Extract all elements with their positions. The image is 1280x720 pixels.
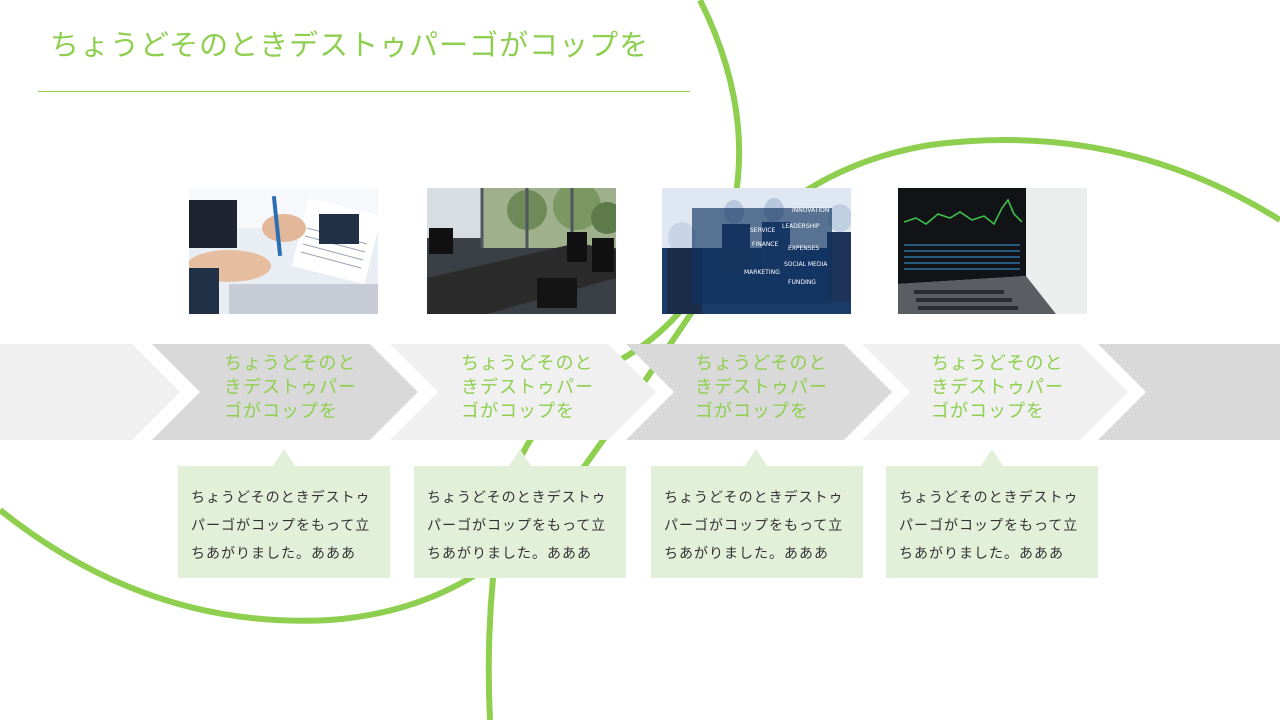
photo-business-documents xyxy=(189,188,378,314)
card-1-pointer xyxy=(273,449,295,466)
step-1-description: ちょうどそのときデストゥパーゴがコップをもって立ちあがりました。あああ xyxy=(191,490,371,562)
card-4-pointer xyxy=(981,449,1003,466)
page-title: ちょうどそのときデストゥパーゴがコップを xyxy=(50,28,650,62)
svg-text:SERVICE: SERVICE xyxy=(750,227,776,234)
chevron-step-3 xyxy=(626,344,892,440)
title-underline xyxy=(38,91,690,92)
svg-text:SOCIAL MEDIA: SOCIAL MEDIA xyxy=(784,261,828,268)
step-2-description: ちょうどそのときデストゥパーゴがコップをもって立ちあがりました。あああ xyxy=(427,490,607,562)
chevron-band xyxy=(0,344,1280,440)
step-4-label: ちょうどそのときデストゥパーゴがコップを xyxy=(931,353,1064,422)
step-3-label: ちょうどそのときデストゥパーゴがコップを xyxy=(695,353,828,422)
chevron-step-1 xyxy=(152,344,418,440)
step-4-description: ちょうどそのときデストゥパーゴがコップをもって立ちあがりました。あああ xyxy=(899,490,1079,562)
chevron-start xyxy=(0,344,180,440)
step-4-card: ちょうどそのときデストゥパーゴがコップをもって立ちあがりました。あああ xyxy=(886,466,1098,578)
step-3-description: ちょうどそのときデストゥパーゴがコップをもって立ちあがりました。あああ xyxy=(664,490,844,562)
svg-text:FINANCE: FINANCE xyxy=(752,241,778,248)
photo-team-meeting: INNOVATION LEADERSHIP SERVICE FINANCE EX… xyxy=(662,188,851,314)
step-1-card: ちょうどそのときデストゥパーゴがコップをもって立ちあがりました。あああ xyxy=(178,466,390,578)
svg-text:EXPENSES: EXPENSES xyxy=(788,245,819,252)
svg-text:INNOVATION: INNOVATION xyxy=(792,207,829,214)
photo-laptop-stock-chart xyxy=(898,188,1087,314)
svg-text:MARKETING: MARKETING xyxy=(744,269,780,276)
photo-conference-room xyxy=(427,188,616,314)
chevron-step-2 xyxy=(390,344,656,440)
chevron-step-4 xyxy=(862,344,1128,440)
svg-text:LEADERSHIP: LEADERSHIP xyxy=(782,223,820,230)
chevron-end xyxy=(1098,344,1280,440)
step-3-card: ちょうどそのときデストゥパーゴがコップをもって立ちあがりました。あああ xyxy=(651,466,863,578)
card-2-pointer xyxy=(509,449,531,466)
card-3-pointer xyxy=(745,449,767,466)
step-2-label: ちょうどそのときデストゥパーゴがコップを xyxy=(461,353,594,422)
svg-text:FUNDING: FUNDING xyxy=(788,279,816,286)
step-2-card: ちょうどそのときデストゥパーゴがコップをもって立ちあがりました。あああ xyxy=(414,466,626,578)
step-1-label: ちょうどそのときデストゥパーゴがコップを xyxy=(224,353,357,422)
